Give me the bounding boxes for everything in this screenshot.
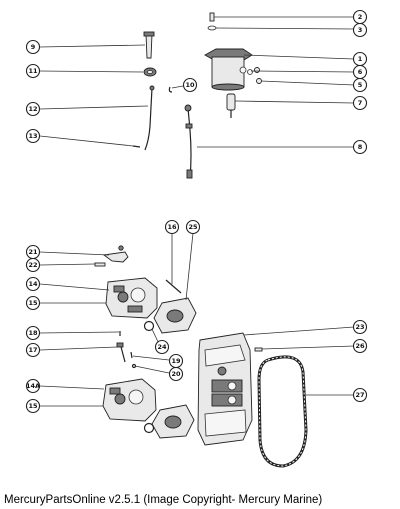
reed-plate-upper-part	[153, 297, 197, 334]
callout-25: 25	[185, 219, 201, 235]
svg-text:3: 3	[358, 26, 363, 34]
throttle-linkage-part	[102, 245, 129, 263]
callout-6: 6	[352, 64, 368, 80]
wire-harness-part	[184, 104, 193, 179]
svg-text:6: 6	[358, 68, 363, 76]
svg-text:19: 19	[171, 357, 181, 365]
callout-2: 2	[352, 9, 368, 25]
clip-small-part	[168, 86, 173, 93]
nut-part	[254, 67, 262, 84]
callout-8: 8	[352, 139, 368, 155]
svg-text:8: 8	[358, 143, 363, 151]
callout-20: 20	[168, 366, 184, 382]
svg-text:1: 1	[358, 55, 363, 63]
callout-11: 11	[25, 63, 41, 79]
primer-bulb-part	[143, 31, 155, 59]
svg-text:11: 11	[28, 67, 38, 75]
svg-text:14A: 14A	[26, 382, 40, 390]
screw-part	[207, 12, 217, 31]
svg-text:10: 10	[185, 81, 195, 89]
svg-text:14: 14	[28, 280, 38, 288]
gasket-loop-part	[257, 355, 308, 468]
callout-15-lower: 15	[25, 398, 41, 414]
svg-text:17: 17	[28, 346, 37, 354]
long-screw-part	[165, 279, 182, 294]
callout-21: 21	[25, 244, 41, 260]
grommet-part	[143, 67, 157, 77]
svg-text:18: 18	[28, 329, 38, 337]
o-ring-upper-part	[143, 320, 155, 332]
clip-part	[132, 145, 141, 148]
callout-26: 26	[352, 338, 368, 354]
svg-text:5: 5	[358, 81, 363, 89]
svg-text:24: 24	[157, 343, 167, 351]
callout-19: 19	[168, 353, 184, 369]
svg-text:2: 2	[358, 13, 363, 21]
screw-small-part	[94, 262, 106, 267]
callout-23: 23	[352, 319, 368, 335]
callout-10: 10	[182, 77, 198, 93]
svg-text:12: 12	[28, 105, 37, 113]
callout-1: 1	[352, 51, 368, 67]
callout-9: 9	[25, 39, 41, 55]
svg-text:9: 9	[31, 43, 36, 51]
callout-27: 27	[352, 387, 368, 403]
callout-7: 7	[352, 95, 368, 111]
callout-18: 18	[25, 325, 41, 341]
svg-text:25: 25	[188, 223, 198, 231]
callout-3: 3	[352, 22, 368, 38]
callout-14a: 14A	[25, 378, 41, 394]
leader-lines	[39, 16, 355, 407]
callout-12: 12	[25, 101, 41, 117]
screw-19-part	[130, 351, 137, 369]
callout-16: 16	[164, 219, 180, 235]
callout-14: 14	[25, 276, 41, 292]
svg-text:23: 23	[355, 323, 364, 331]
svg-text:22: 22	[28, 261, 37, 269]
choke-rod-part	[144, 85, 155, 151]
image-caption: MercuryPartsOnline v2.5.1 (Image Copyrig…	[4, 494, 323, 506]
svg-text:15: 15	[28, 299, 38, 307]
callout-13: 13	[25, 128, 41, 144]
callout-22: 22	[25, 257, 41, 273]
fuel-rod-part	[116, 331, 126, 363]
carburetor-upper-part	[105, 277, 158, 319]
svg-text:27: 27	[355, 391, 364, 399]
callout-5: 5	[352, 77, 368, 93]
svg-text:13: 13	[28, 132, 37, 140]
callout-15-upper: 15	[25, 295, 41, 311]
svg-text:21: 21	[28, 248, 38, 256]
svg-text:26: 26	[355, 342, 365, 350]
fuse-part	[226, 93, 236, 118]
carburetor-lower-part	[102, 378, 157, 422]
callout-24: 24	[154, 339, 170, 355]
svg-text:15: 15	[28, 402, 38, 410]
svg-text:20: 20	[171, 370, 181, 378]
screw-26-part	[254, 347, 263, 352]
intake-manifold-part	[197, 332, 253, 446]
callout-17: 17	[25, 342, 41, 358]
svg-text:16: 16	[167, 223, 177, 231]
svg-text:7: 7	[358, 99, 363, 107]
reed-plate-lower-part	[143, 404, 195, 439]
